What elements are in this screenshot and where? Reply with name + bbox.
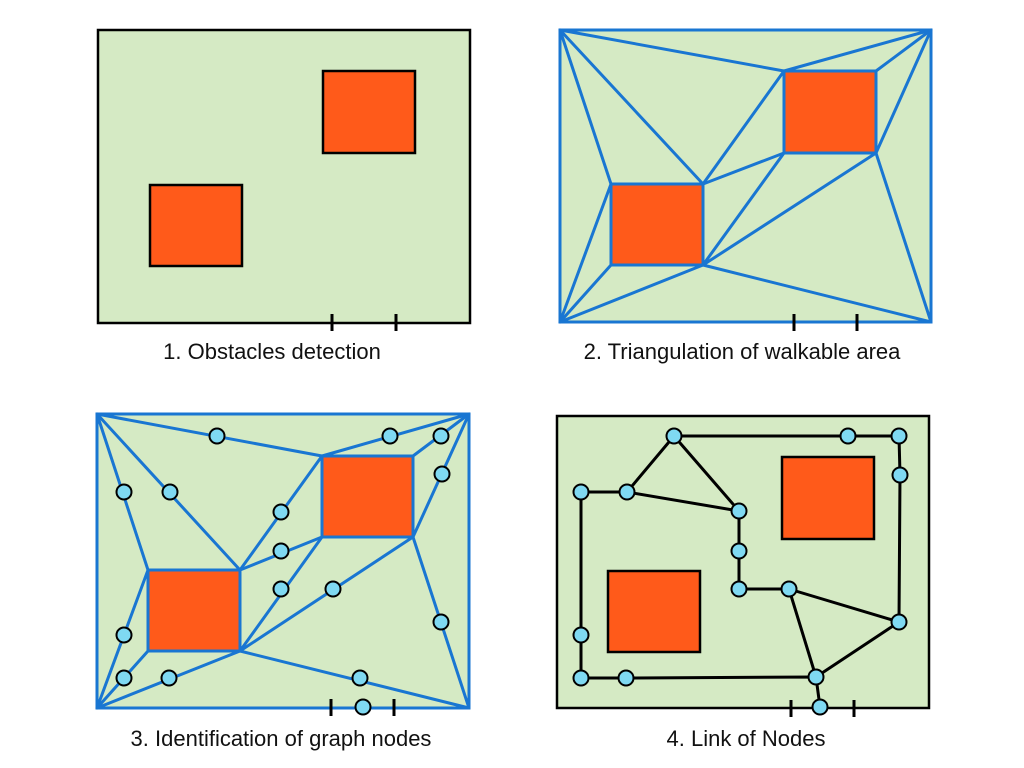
obstacle-top-right bbox=[782, 69, 878, 155]
graph-node bbox=[432, 427, 450, 445]
graph-node bbox=[618, 483, 636, 501]
graph-node bbox=[839, 427, 857, 445]
obstacle-bottom-left bbox=[606, 569, 702, 654]
panel-graph-nodes: 3. Identification of graph nodes bbox=[95, 412, 471, 751]
panel-caption: 2. Triangulation of walkable area bbox=[584, 339, 902, 364]
graph-node bbox=[272, 542, 290, 560]
obstacle-bottom-left bbox=[148, 183, 244, 268]
graph-nodes bbox=[115, 427, 451, 716]
obstacle-top-right bbox=[321, 69, 417, 155]
graph-node bbox=[811, 698, 829, 716]
graph-node bbox=[891, 466, 909, 484]
graph-node bbox=[115, 669, 133, 687]
graph-nodes bbox=[572, 427, 909, 716]
panel-obstacles-detection: 1. Obstacles detection bbox=[96, 28, 472, 364]
panel-caption: 1. Obstacles detection bbox=[163, 339, 381, 364]
graph-node bbox=[730, 542, 748, 560]
graph-node bbox=[351, 669, 369, 687]
panel-triangulation: 2. Triangulation of walkable area bbox=[558, 28, 933, 364]
graph-node bbox=[572, 669, 590, 687]
obstacle-top-right bbox=[320, 454, 415, 539]
graph-node bbox=[665, 427, 683, 445]
graph-node bbox=[208, 427, 226, 445]
graph-node bbox=[807, 668, 825, 686]
graph-node bbox=[730, 580, 748, 598]
graph-node bbox=[272, 580, 290, 598]
graph-node bbox=[381, 427, 399, 445]
panel-caption: 3. Identification of graph nodes bbox=[131, 726, 432, 751]
obstacle-bottom-left bbox=[146, 568, 242, 653]
triangulation-edges bbox=[558, 28, 933, 324]
panel-link-nodes: 4. Link of Nodes bbox=[555, 414, 931, 751]
graph-node bbox=[890, 427, 908, 445]
panel-caption: 4. Link of Nodes bbox=[667, 726, 826, 751]
graph-node bbox=[433, 465, 451, 483]
graph-node bbox=[432, 613, 450, 631]
graph-node bbox=[115, 483, 133, 501]
obstacle-top-right bbox=[780, 455, 876, 541]
graph-node bbox=[890, 613, 908, 631]
graph-node bbox=[617, 669, 635, 687]
obstacle-bottom-left bbox=[609, 182, 705, 267]
graph-node bbox=[272, 503, 290, 521]
graph-node bbox=[572, 626, 590, 644]
graph-node bbox=[354, 698, 372, 716]
graph-node bbox=[572, 483, 590, 501]
graph-node bbox=[115, 626, 133, 644]
graph-node bbox=[160, 669, 178, 687]
graph-node bbox=[780, 580, 798, 598]
graph-node bbox=[161, 483, 179, 501]
graph-node bbox=[324, 580, 342, 598]
graph-node bbox=[730, 502, 748, 520]
